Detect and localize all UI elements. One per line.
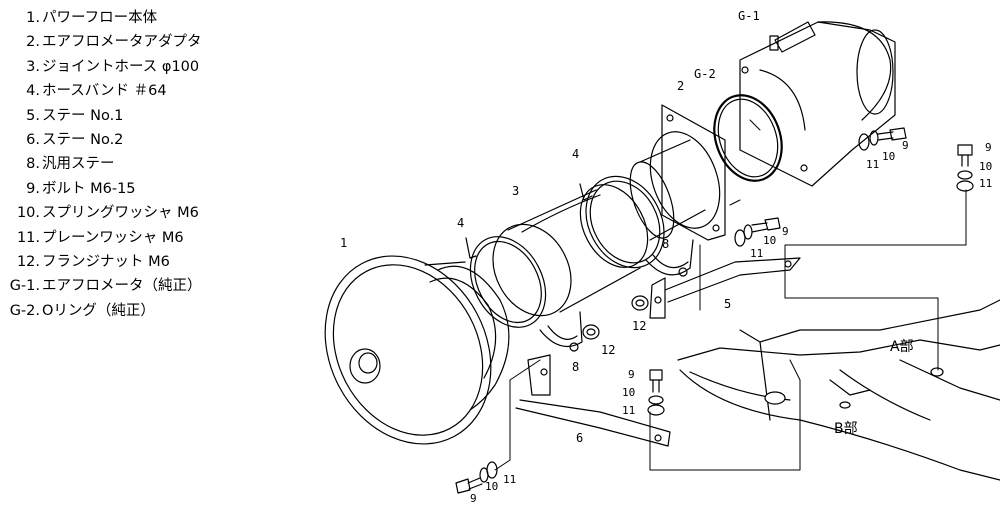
part-name: ホースバンド ＃64 xyxy=(42,83,167,100)
part-number: 12. xyxy=(16,253,40,270)
callout-9: 9 xyxy=(470,492,477,505)
parts-list: 1.パワーフロー本体 2.エアフロメータアダプタ 3.ジョイントホース φ100… xyxy=(6,6,306,323)
callout-4-left: 4 xyxy=(457,216,465,230)
flange-nut-lower xyxy=(582,324,600,340)
callout-11: 11 xyxy=(866,158,880,171)
hose-band-right xyxy=(579,175,665,269)
part-item-11: 11.プレーンワッシャ M6 xyxy=(6,226,306,250)
part-name: エアフロメータアダプタ xyxy=(42,34,202,51)
callout-4-right: 4 xyxy=(572,147,580,161)
part-number: 1. xyxy=(26,10,40,26)
callout-11: 11 xyxy=(622,404,636,417)
part-item-10: 10.スプリングワッシャ M6 xyxy=(6,201,306,225)
part-name: ジョイントホース φ100 xyxy=(42,58,200,75)
part-number: 9. xyxy=(26,180,40,197)
part-name: フランジナット M6 xyxy=(42,253,170,270)
part-item-g2: G-2.Oリング（純正） xyxy=(6,299,306,323)
callout-10: 10 xyxy=(763,234,777,247)
leader-lines xyxy=(494,119,967,471)
callout-3: 3 xyxy=(512,184,520,198)
callout-9: 9 xyxy=(782,225,789,238)
stay-no2 xyxy=(515,354,671,447)
callout-11: 11 xyxy=(979,177,993,190)
part-name: ステー No.2 xyxy=(42,131,124,148)
bolt-set-stay6-lower xyxy=(455,461,498,494)
callout-8-lower: 8 xyxy=(572,360,580,374)
bolt-set-stay6-upper xyxy=(647,369,665,416)
part-name: ボルト M6-15 xyxy=(42,180,136,197)
callout-11: 11 xyxy=(750,247,764,260)
part-item-12: 12.フランジナット M6 xyxy=(6,250,306,274)
callout-12-lower: 12 xyxy=(601,343,616,357)
part-item-6: 6.ステー No.2 xyxy=(6,128,306,152)
callout-8-upper: 8 xyxy=(662,237,670,251)
part-item-1: 1.パワーフロー本体 xyxy=(6,6,306,30)
part-item-2: 2.エアフロメータアダプタ xyxy=(6,30,306,54)
part-number: 2. xyxy=(26,34,40,51)
part-item-3: 3.ジョイントホース φ100 xyxy=(6,55,306,79)
callout-9: 9 xyxy=(985,141,992,154)
callout-10: 10 xyxy=(882,150,896,163)
part-name: スプリングワッシャ M6 xyxy=(42,205,199,222)
air-flow-meter-adapter xyxy=(629,104,726,241)
generic-stay-upper xyxy=(645,239,694,277)
callout-g1: G-1 xyxy=(738,9,760,23)
part-name: Oリング（純正） xyxy=(42,302,155,319)
part-number: 10. xyxy=(16,205,40,222)
generic-stay-lower xyxy=(539,311,583,352)
joint-hose xyxy=(492,184,649,317)
bolt-set-right xyxy=(956,144,974,192)
stay-no1 xyxy=(649,257,801,319)
callout-9: 9 xyxy=(902,139,909,152)
vehicle-body-detail xyxy=(677,299,1000,481)
part-item-8: 8.汎用ステー xyxy=(6,152,306,176)
air-flow-meter xyxy=(739,21,896,187)
part-name: 汎用ステー xyxy=(42,156,115,173)
callout-12-middle: 12 xyxy=(632,319,647,333)
hose-band-left xyxy=(465,236,547,328)
part-number: 5. xyxy=(26,107,40,124)
part-number: 8. xyxy=(26,156,40,173)
flange-nut-middle xyxy=(631,295,649,311)
callout-g2: G-2 xyxy=(694,67,716,81)
callout-10: 10 xyxy=(979,160,993,173)
part-number: 11. xyxy=(16,229,40,246)
part-item-9: 9.ボルト M6-15 xyxy=(6,177,306,201)
part-name: ステー No.1 xyxy=(42,107,124,124)
part-number: 4. xyxy=(26,83,40,100)
callout-5: 5 xyxy=(724,297,732,311)
part-name: パワーフロー本体 xyxy=(42,10,158,26)
part-number: 6. xyxy=(26,131,40,148)
part-name: プレーンワッシャ M6 xyxy=(42,229,184,246)
callout-10: 10 xyxy=(622,386,636,399)
callout-11: 11 xyxy=(503,473,517,486)
bolt-set-airflow xyxy=(858,127,907,151)
bolt-set-stay5 xyxy=(734,217,781,247)
part-number: 3. xyxy=(26,58,40,75)
callout-10: 10 xyxy=(485,480,499,493)
callout-2: 2 xyxy=(677,79,685,93)
zone-label-a: A部 xyxy=(890,339,914,355)
power-flow-filter-body xyxy=(324,255,510,445)
callout-1: 1 xyxy=(340,236,348,250)
part-item-g1: G-1.エアフロメータ（純正） xyxy=(6,274,306,298)
part-name: エアフロメータ（純正） xyxy=(42,278,202,295)
part-item-5: 5.ステー No.1 xyxy=(6,104,306,128)
o-ring xyxy=(713,94,783,182)
part-item-4: 4.ホースバンド ＃64 xyxy=(6,79,306,103)
part-number: G-1. xyxy=(9,278,40,295)
part-number: G-2. xyxy=(9,302,40,319)
callout-6: 6 xyxy=(576,431,584,445)
zone-label-b: B部 xyxy=(834,421,858,437)
callout-9: 9 xyxy=(628,368,635,381)
